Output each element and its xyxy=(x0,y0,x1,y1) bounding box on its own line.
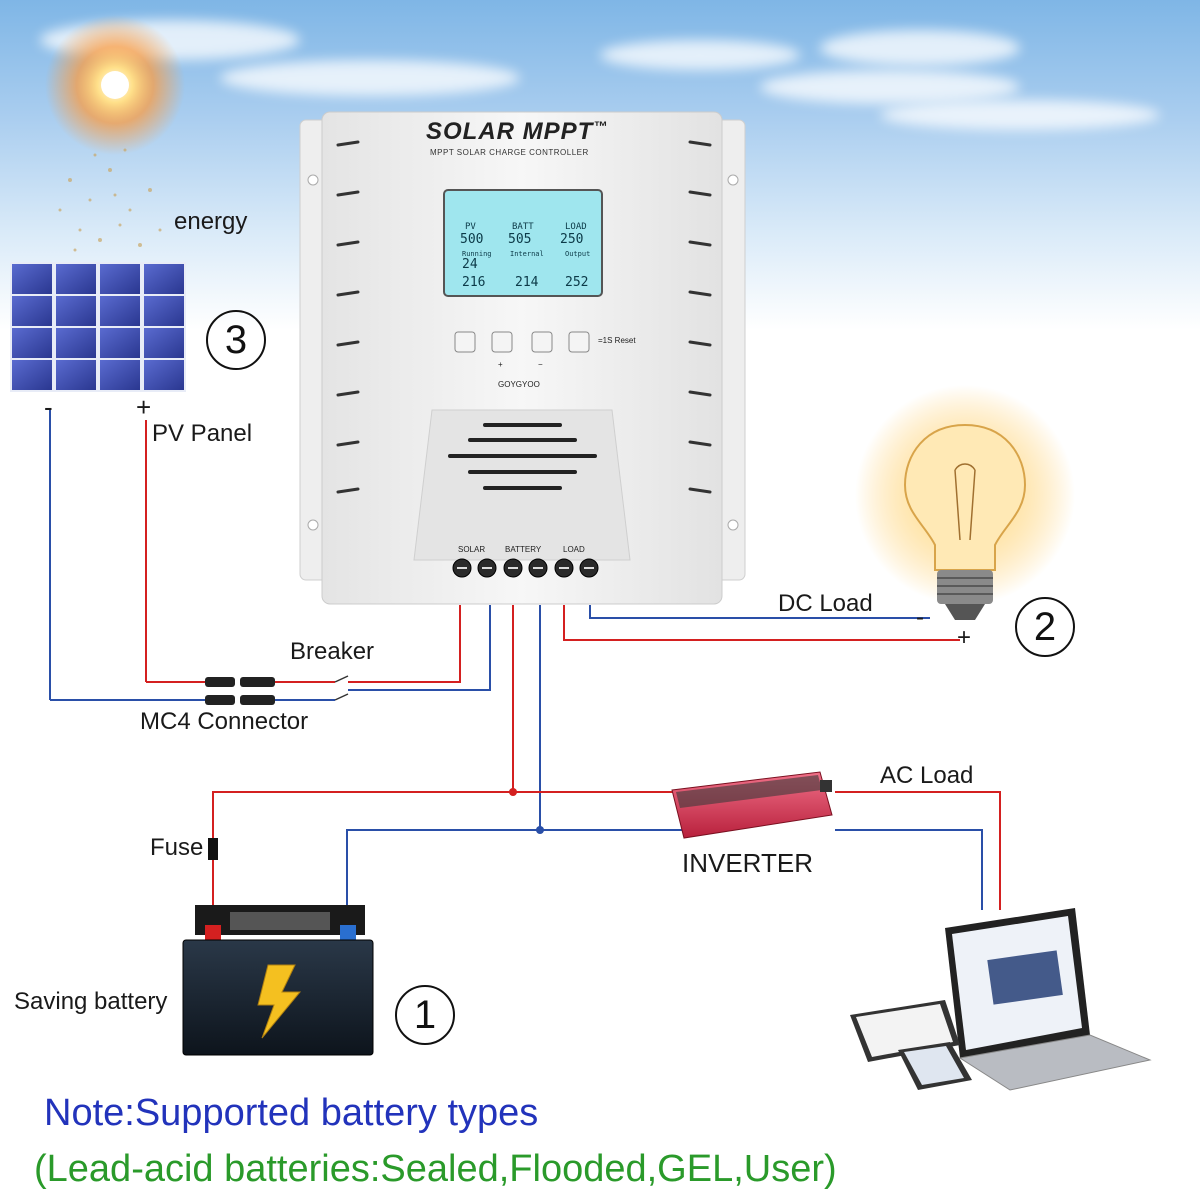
lcd-value-bottom-2: 214 xyxy=(515,275,539,290)
ac-load-wire xyxy=(835,791,1001,910)
cloud xyxy=(760,70,1020,104)
button-label-plus: + xyxy=(498,360,503,369)
dc-plus-label: + xyxy=(957,624,972,651)
mc4-connector xyxy=(205,677,275,705)
lcd-value-bottom-3: 252 xyxy=(565,275,589,290)
saving-battery-label: Saving battery xyxy=(14,988,168,1015)
light-bulb-icon xyxy=(855,385,1075,620)
junction-positive xyxy=(509,788,517,796)
lcd-label-output: Output xyxy=(565,250,591,258)
sun-icon xyxy=(45,15,185,155)
lightning-icon xyxy=(257,964,302,1039)
lcd-value-load: 250 xyxy=(560,232,584,247)
dc-load-negative-wire xyxy=(589,605,930,619)
energy-particles xyxy=(58,148,162,252)
fuse-icon xyxy=(208,838,218,860)
pv-minus-label: - xyxy=(44,392,53,422)
battery-positive-bus xyxy=(212,791,690,905)
number-2-badge: 2 xyxy=(1015,597,1075,657)
controller-brand-small: GOYGYOO xyxy=(498,380,540,389)
lcd-value-bottom-1: 216 xyxy=(462,275,486,290)
inverter-label: INVERTER xyxy=(682,848,813,878)
number-1-badge: 1 xyxy=(395,985,455,1045)
solar-panel-icon xyxy=(10,262,186,392)
cloud xyxy=(820,30,1020,66)
breaker-negative-wire xyxy=(348,605,491,691)
lcd-label-pv: PV xyxy=(465,222,476,232)
junction-negative xyxy=(536,826,544,834)
terminal-label-battery: BATTERY xyxy=(505,545,542,554)
pv-panel-label: PV Panel xyxy=(152,420,253,447)
phone-icon xyxy=(898,1042,972,1090)
lcd-label-internal: Internal xyxy=(510,250,544,258)
cloud xyxy=(220,60,520,96)
reset-hint: =1S Reset xyxy=(598,336,636,345)
laptop-icon xyxy=(945,908,1152,1091)
lcd-label-load: LOAD xyxy=(565,222,587,232)
energy-label: energy xyxy=(174,208,248,235)
fuse-label: Fuse xyxy=(150,834,204,861)
breaker-switch xyxy=(334,675,349,701)
mc4-connector-label: MC4 Connector xyxy=(140,708,309,735)
terminal-label-load: LOAD xyxy=(563,545,585,554)
note-battery-types: (Lead-acid batteries:Sealed,Flooded,GEL,… xyxy=(34,1148,837,1190)
lcd-label-running: Running xyxy=(462,250,492,258)
controller-brand: SOLAR MPPT™ xyxy=(426,118,609,145)
dc-minus-label: - xyxy=(916,604,924,631)
lcd-value-batt: 505 xyxy=(508,232,532,247)
terminal-label-solar: SOLAR xyxy=(458,545,486,554)
controller-subtitle: MPPT SOLAR CHARGE CONTROLLER xyxy=(430,148,589,157)
breaker-positive-wire xyxy=(348,605,461,683)
breaker-label: Breaker xyxy=(290,638,375,665)
charge-controller xyxy=(299,111,746,605)
lcd-value-pv: 500 xyxy=(460,232,484,247)
number-3-badge: 3 xyxy=(206,310,266,370)
dc-load-label: DC Load xyxy=(778,590,873,617)
lcd-value-running: 24 xyxy=(462,257,478,272)
dc-load-positive-wire xyxy=(563,605,960,641)
battery-negative-bus xyxy=(346,829,690,905)
inverter-icon xyxy=(671,771,833,839)
button-label-minus: − xyxy=(538,360,543,369)
cloud xyxy=(880,100,1160,130)
pv-plus-label: + xyxy=(136,392,152,422)
cloud xyxy=(600,40,800,70)
note-title: Note:Supported battery types xyxy=(44,1092,539,1134)
ac-load-label: AC Load xyxy=(880,762,974,789)
ac-load-wire xyxy=(835,829,983,910)
lcd-label-batt: BATT xyxy=(512,222,534,232)
